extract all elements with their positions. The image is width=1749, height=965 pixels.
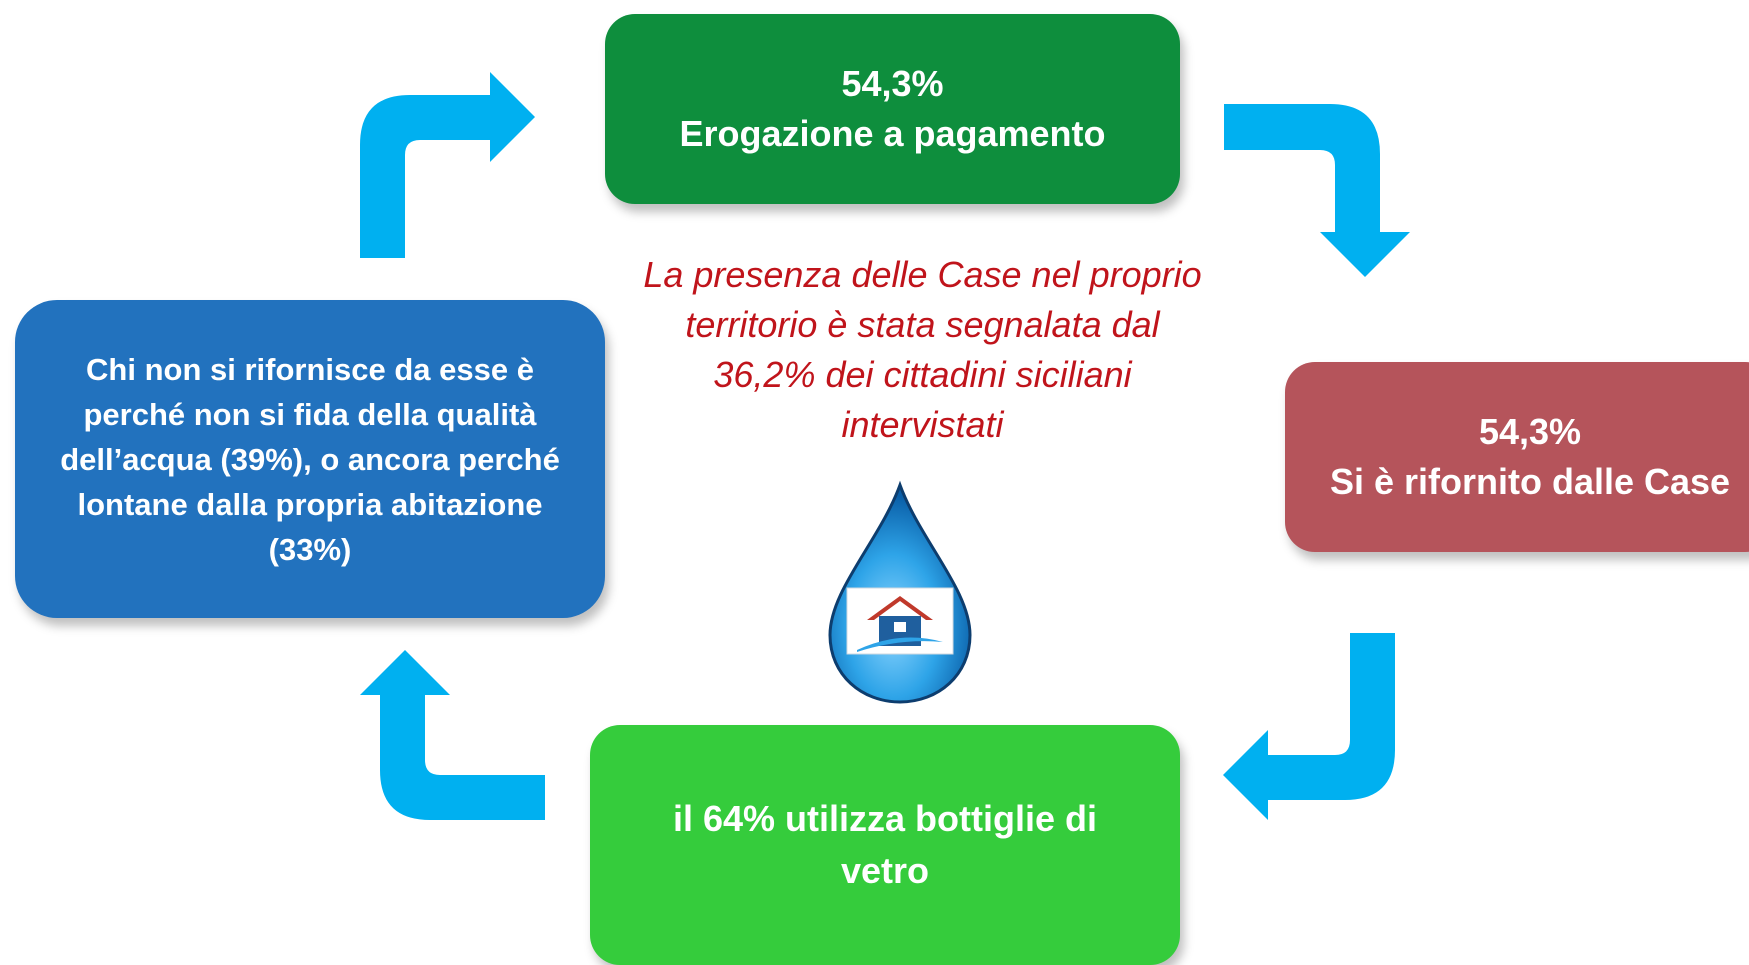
non-users-reasons-text: Chi non si rifornisce da esse è perché n… — [60, 351, 560, 567]
paid-dispensing-box: 54,3% Erogazione a pagamento — [605, 14, 1180, 204]
paid-dispensing-percent: 54,3% — [841, 63, 944, 104]
arrow-right-to-bottom-icon — [1223, 633, 1395, 820]
arrow-top-to-right-icon — [1224, 104, 1410, 277]
supplied-from-houses-box: 54,3% Si è rifornito dalle Case — [1285, 362, 1749, 552]
supplied-from-houses-percent: 54,3% — [1478, 411, 1582, 452]
supplied-from-houses-label: Si è rifornito dalle Case — [1329, 461, 1731, 502]
arrow-left-to-top-icon — [360, 72, 535, 258]
glass-bottles-text: il 64% utilizza bottiglie di vetro — [672, 798, 1098, 891]
glass-bottles-box: il 64% utilizza bottiglie di vetro — [590, 725, 1180, 965]
center-note: La presenza delle Case nel proprio terri… — [643, 254, 1202, 445]
arrow-bottom-to-left-icon — [360, 650, 545, 820]
non-users-reasons-box: Chi non si rifornisce da esse è perché n… — [15, 300, 605, 618]
water-drop-house-icon — [828, 480, 972, 704]
paid-dispensing-label: Erogazione a pagamento — [679, 113, 1106, 154]
